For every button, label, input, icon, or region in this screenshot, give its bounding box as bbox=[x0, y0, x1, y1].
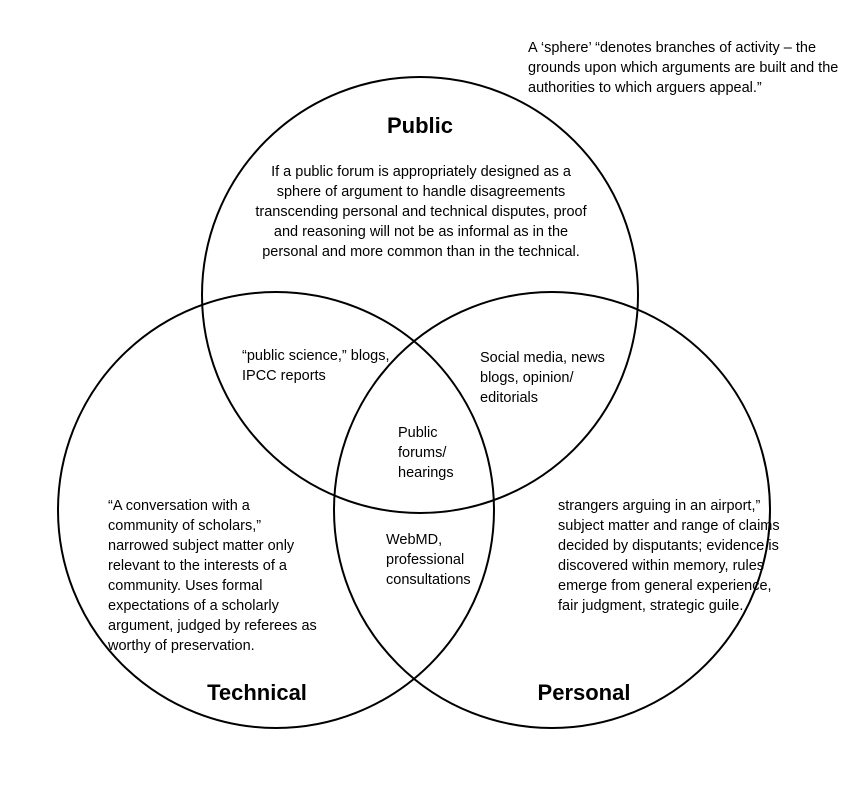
overlap-public-technical: “public science,” blogs, IPCC reports bbox=[242, 348, 390, 384]
public-title: Public bbox=[386, 113, 453, 138]
technical-description: “A conversation with a community of scho… bbox=[108, 498, 317, 654]
personal-title: Personal bbox=[537, 680, 631, 705]
overlap-technical-personal: WebMD, professional consultations bbox=[386, 532, 471, 588]
overlap-public-personal: Social media, news blogs, opinion/ edito… bbox=[480, 350, 605, 406]
public-circle bbox=[201, 76, 639, 514]
personal-circle bbox=[333, 291, 771, 729]
definition-note: A ‘sphere’ “denotes branches of activity… bbox=[528, 40, 839, 96]
public-description: If a public forum is appropriately desig… bbox=[255, 164, 587, 260]
personal-description: strangers arguing in an airport,” subjec… bbox=[558, 498, 780, 614]
overlap-all-three: Public forums/ hearings bbox=[398, 425, 454, 481]
technical-title: Technical bbox=[207, 680, 307, 705]
technical-circle bbox=[57, 291, 495, 729]
